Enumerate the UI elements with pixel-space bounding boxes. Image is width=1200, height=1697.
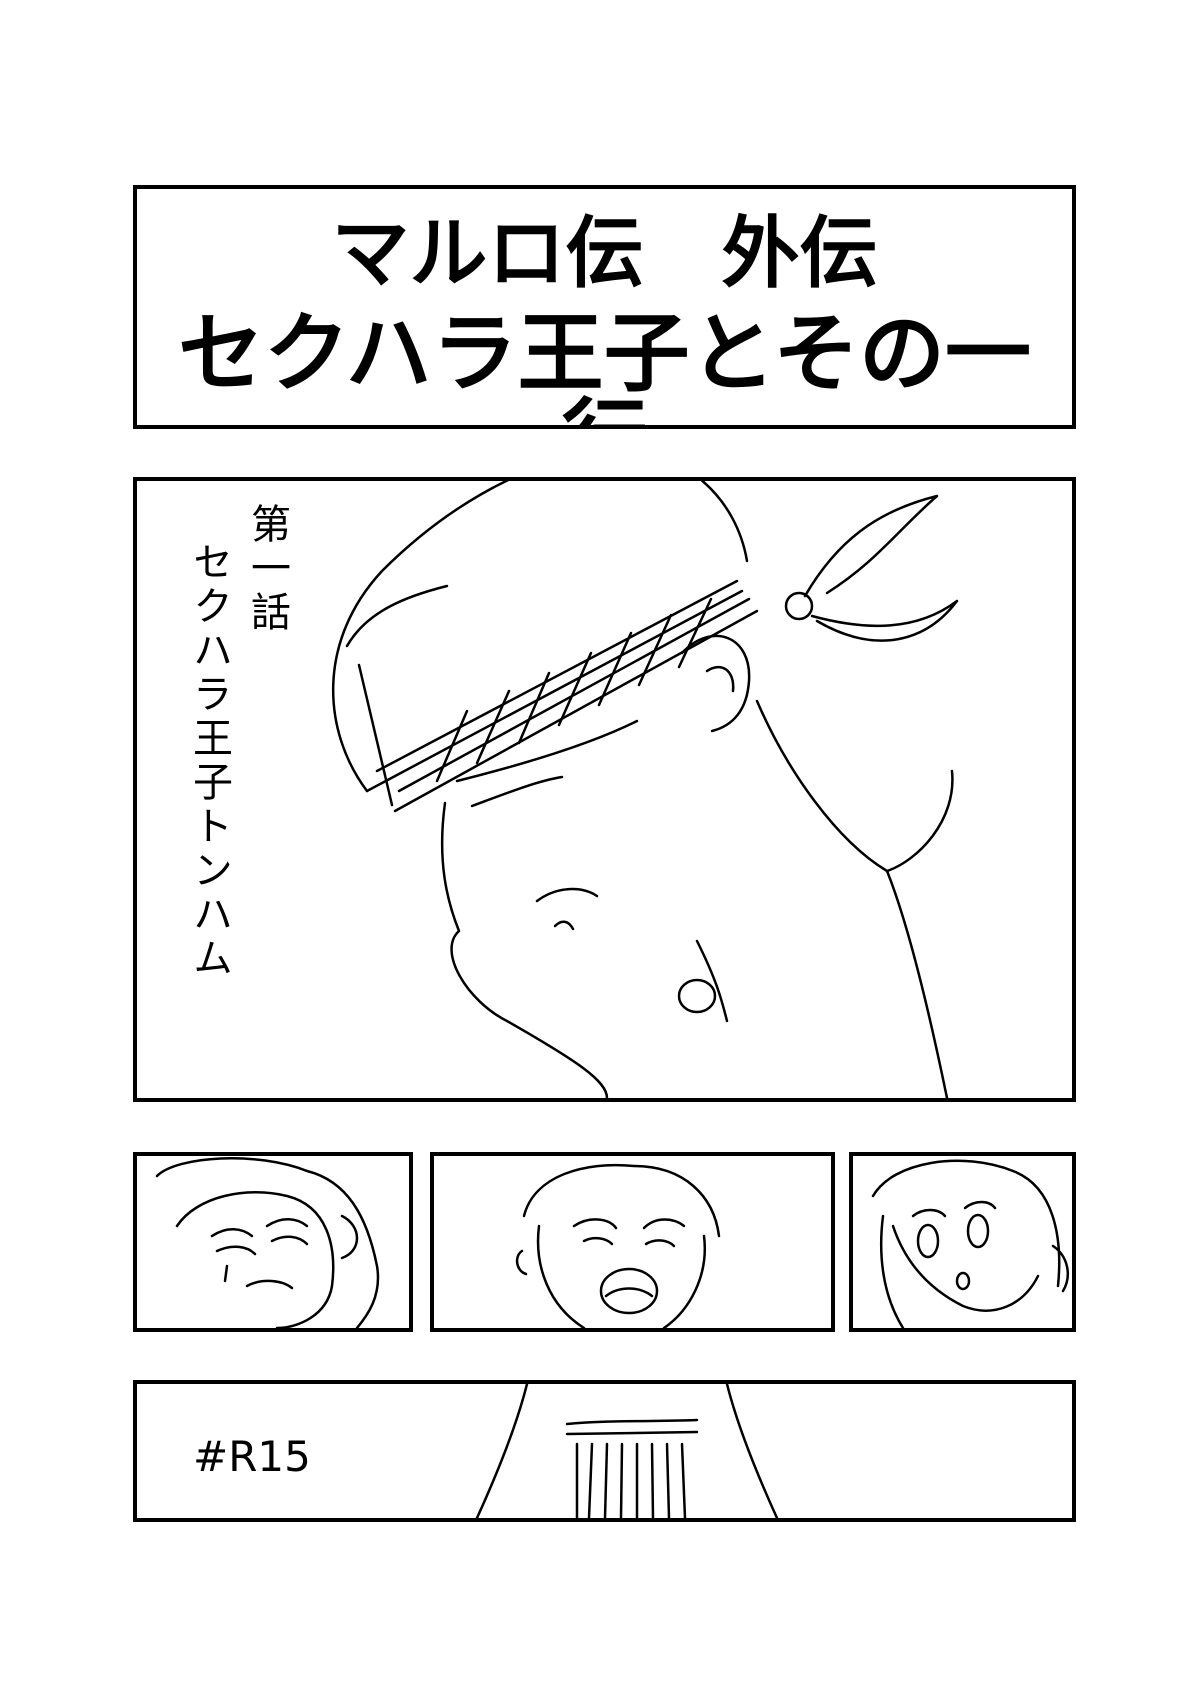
surprised-girl-face (871, 1159, 1069, 1328)
character-panel-surprised (849, 1152, 1076, 1332)
title-panel: マルロ伝 外伝 セクハラ王子とその一行 (133, 185, 1076, 429)
main-illustration-panel: 第一話 セクハラ王子トンハム (133, 477, 1076, 1102)
character-panel-shouting (430, 1152, 835, 1332)
shouting-boy-face (515, 1163, 721, 1328)
dress-figure (475, 1384, 779, 1518)
rating-panel: #R15 (133, 1380, 1076, 1522)
character-panel-crying (133, 1152, 413, 1332)
story-title: セクハラ王子とその一行 (177, 304, 1032, 425)
rating-label: #R15 (193, 1432, 311, 1481)
series-title: マルロ伝 外伝 (331, 209, 878, 299)
episode-subtitle: セクハラ王子トンハム (186, 541, 232, 981)
prince-bandana-portrait (331, 481, 959, 1098)
crying-girl-face (155, 1157, 380, 1328)
episode-number: 第一話 (244, 503, 290, 635)
